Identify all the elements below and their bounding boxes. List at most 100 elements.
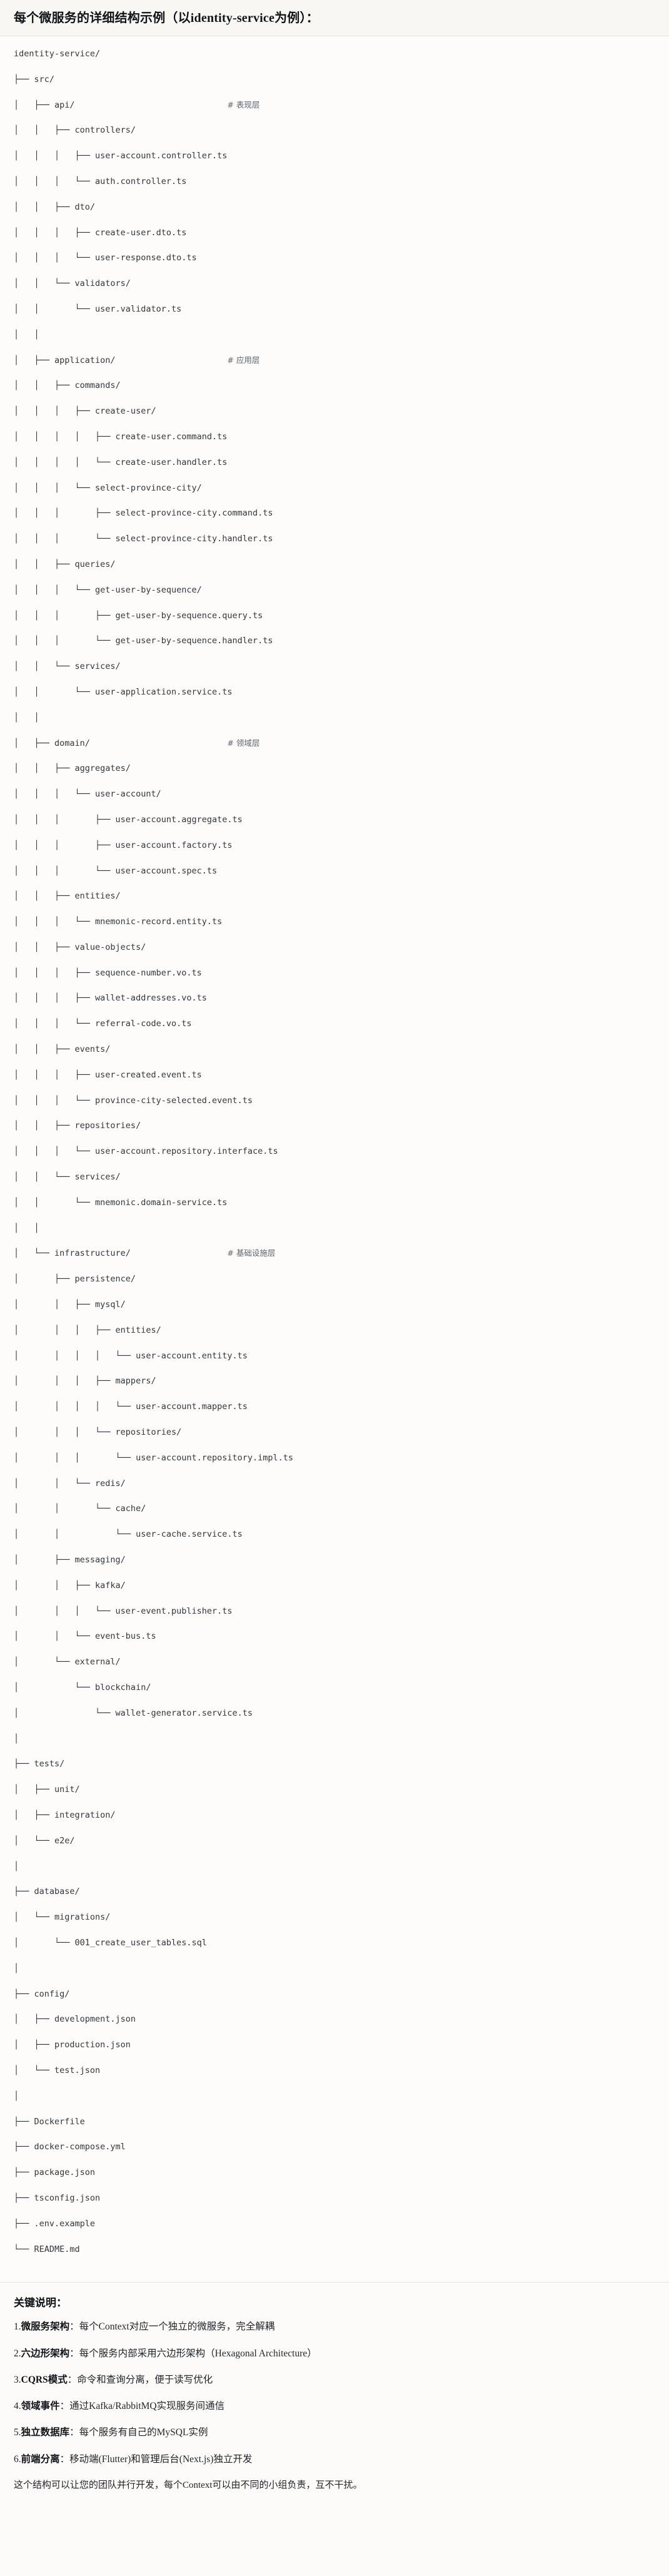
tree-row: │ │ ├── kafka/: [14, 1579, 655, 1592]
tree-row: │ │ └── user.validator.ts: [14, 303, 655, 315]
tree-row: │ │ └── redis/: [14, 1477, 655, 1490]
key-note-item: 5.独立数据库：每个服务有自己的MySQL实例: [14, 2425, 655, 2440]
key-notes-title: 关键说明：: [14, 2297, 67, 2309]
key-note-description: ：每个服务内部采用六边形架构（Hexagonal Architecture）: [69, 2348, 317, 2359]
tree-row-path: │ │ │ └── repositories/: [14, 1427, 182, 1438]
key-note-term: 领域事件: [21, 2401, 60, 2412]
tree-row: │ │ ├── value-objects/: [14, 941, 655, 954]
tree-row: │ │ │ └── repositories/: [14, 1426, 655, 1438]
tree-row-path: │ └── blockchain/: [14, 1683, 151, 1693]
tree-row-path: │ │ │ ├── user-account.aggregate.ts: [14, 814, 243, 825]
tree-row-path: │ ├── domain/: [14, 738, 90, 748]
tree-row: │: [14, 1860, 655, 1873]
key-note-number: 3.: [14, 2374, 21, 2385]
tree-row: │ │ └── services/: [14, 660, 655, 673]
tree-row-path: │ │ │ ├── create-user/: [14, 406, 156, 417]
tree-row-path: │ ├── messaging/: [14, 1555, 126, 1565]
tree-row: │ │ └── user-cache.service.ts: [14, 1528, 655, 1540]
tree-row-path: │ │ │ ├── create-user.dto.ts: [14, 227, 187, 238]
tree-row: ├── database/: [14, 1885, 655, 1898]
tree-row-path: identity-service/: [14, 49, 101, 59]
tree-row-path: │ └── 001_create_user_tables.sql: [14, 1937, 207, 1948]
tree-row-path: │ │ │ ├── user-account.controller.ts: [14, 151, 228, 161]
tree-row: ├── package.json: [14, 2166, 655, 2179]
tree-row: │ │ │ ├── get-user-by-sequence.query.ts: [14, 609, 655, 622]
tree-row: │ ├── production.json: [14, 2039, 655, 2051]
key-note-item: 1.微服务架构：每个Context对应一个独立的微服务，完全解耦: [14, 2319, 655, 2334]
tree-row-path: │ │: [14, 712, 39, 723]
key-note-term: 前端分离: [21, 2453, 60, 2465]
tree-row-comment: # 领域层: [227, 738, 260, 748]
tree-row: ├── src/: [14, 73, 655, 86]
tree-row-path: │ │ ├── queries/: [14, 559, 116, 569]
tree-row: │: [14, 1962, 655, 1975]
tree-row-path: │ │ │ │ ├── create-user.command.ts: [14, 431, 228, 442]
tree-row: │ └── blockchain/: [14, 1681, 655, 1694]
page-title: 每个微服务的详细结构示例（以identity-service为例）：: [14, 11, 319, 25]
tree-row-path: ├── package.json: [14, 2167, 96, 2178]
tree-row: │ │ └── mnemonic.domain-service.ts: [14, 1196, 655, 1209]
tree-row: │ │ │ ├── select-province-city.command.t…: [14, 507, 655, 519]
tree-row: │ │ ├── repositories/: [14, 1119, 655, 1132]
tree-row: │ │ │ ├── user-account.aggregate.ts: [14, 813, 655, 826]
tree-row-path: │ │ ├── dto/: [14, 201, 96, 212]
tree-row-path: │ │ └── services/: [14, 1172, 121, 1183]
key-note-term: 六边形架构: [21, 2348, 70, 2359]
tree-row-path: │ │ ├── mysql/: [14, 1300, 126, 1310]
tree-row-path: │ │: [14, 1223, 39, 1233]
tree-row: │ │ │ ├── sequence-number.vo.ts: [14, 967, 655, 979]
tree-row: │ │ │ ├── mappers/: [14, 1375, 655, 1387]
tree-row-path: │ │ ├── repositories/: [14, 1121, 141, 1131]
tree-row: │ │ │ ├── create-user/: [14, 405, 655, 417]
key-note-item: 3.CQRS模式：命令和查询分离，便于读写优化: [14, 2373, 655, 2387]
tree-row: ├── Dockerfile: [14, 2115, 655, 2128]
tree-row-path: │ │ ├── value-objects/: [14, 942, 146, 952]
tree-row: │ │ │ └── get-user-by-sequence.handler.t…: [14, 634, 655, 647]
tree-row: │ ├── integration/: [14, 1809, 655, 1821]
tree-row: │ │ │ └── mnemonic-record.entity.ts: [14, 915, 655, 928]
tree-row-comment: # 基础设施层: [227, 1248, 276, 1258]
tree-row: │ │ ├── events/: [14, 1043, 655, 1056]
tree-row: ├── tsconfig.json: [14, 2192, 655, 2204]
tree-row-path: │ │ │ ├── entities/: [14, 1325, 161, 1335]
tree-row: │ │ ├── commands/: [14, 379, 655, 392]
tree-row-path: ├── src/: [14, 74, 55, 84]
tree-row: │ │ ├── dto/: [14, 201, 655, 213]
tree-row: │ │ │ ├── user-created.event.ts: [14, 1069, 655, 1081]
tree-row-path: │ │ ├── aggregates/: [14, 763, 131, 774]
tree-row-path: ├── tsconfig.json: [14, 2192, 101, 2203]
tree-row: │ │ │ ├── user-account.factory.ts: [14, 839, 655, 852]
tree-row: │ │ ├── entities/: [14, 890, 655, 902]
tree-row: │ │ │ └── user-account.spec.ts: [14, 865, 655, 877]
tree-row-path: │: [14, 1733, 19, 1744]
tree-row: │ │ │ └── referral-code.vo.ts: [14, 1017, 655, 1030]
tree-row-path: │ └── e2e/: [14, 1835, 75, 1846]
tree-row: │ └── migrations/: [14, 1911, 655, 1923]
tree-row: │ │: [14, 1222, 655, 1235]
key-note-number: 5.: [14, 2427, 21, 2438]
tree-row: │ │ │ └── province-city-selected.event.t…: [14, 1094, 655, 1107]
tree-row-path: │ │ │ └── auth.controller.ts: [14, 176, 187, 186]
tree-row-path: │ │ │ └── user-account.spec.ts: [14, 865, 218, 876]
key-note-description: ：命令和查询分离，便于读写优化: [67, 2374, 213, 2385]
key-note-term: 独立数据库: [21, 2427, 70, 2438]
tree-row-path: │ │ ├── events/: [14, 1044, 111, 1055]
tree-row: │ │ │ └── user-account.repository.interf…: [14, 1145, 655, 1158]
tree-row-path: │ │ │ ├── select-province-city.command.t…: [14, 508, 273, 519]
tree-row: │ │ │ │ └── user-account.entity.ts: [14, 1350, 655, 1362]
tree-row: │ │ │ ├── entities/: [14, 1324, 655, 1336]
tree-row: identity-service/: [14, 48, 655, 60]
tree-row-path: │ │ │ └── user-account.repository.interf…: [14, 1146, 278, 1157]
tree-row-path: │ │ │ ├── sequence-number.vo.ts: [14, 967, 202, 978]
tree-row: │ ├── domain/ # 领域层: [14, 737, 655, 750]
tree-row: │ │ │ ├── create-user.dto.ts: [14, 227, 655, 239]
key-note-item: 2.六边形架构：每个服务内部采用六边形架构（Hexagonal Architec…: [14, 2346, 655, 2361]
key-note-description: ：通过Kafka/RabbitMQ实现服务间通信: [59, 2401, 225, 2412]
tree-row-path: │: [14, 2090, 19, 2101]
tree-row: │ ├── messaging/: [14, 1554, 655, 1566]
tree-row-path: │ │ │ ├── mappers/: [14, 1376, 156, 1387]
tree-row: │ │ │ └── user-event.publisher.ts: [14, 1605, 655, 1617]
tree-row-path: │ │ │ └── user-response.dto.ts: [14, 253, 197, 263]
tree-row: │ └── wallet-generator.service.ts: [14, 1707, 655, 1719]
tree-row-path: │ │ └── cache/: [14, 1504, 146, 1514]
